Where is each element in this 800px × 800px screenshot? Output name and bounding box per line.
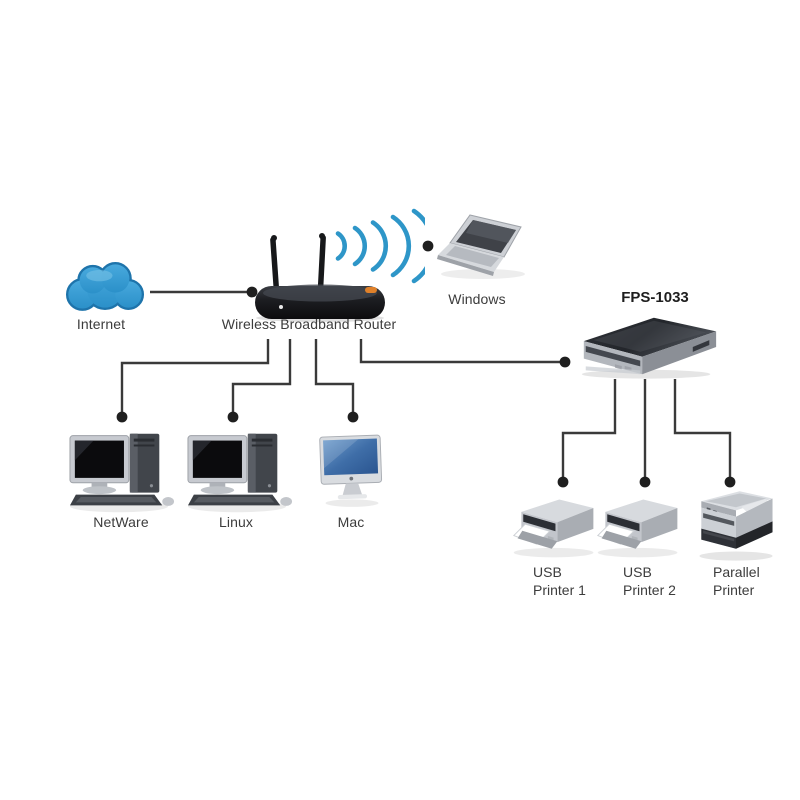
usb-printer-1-line2: Printer 1: [533, 582, 586, 598]
imac-icon: [319, 434, 383, 507]
print-server-label: FPS-1033: [621, 289, 689, 306]
desktop-pc-icon: [69, 433, 175, 513]
laptop-icon: [437, 214, 525, 279]
usb-printer-1-line1: USB: [533, 564, 562, 580]
usb-printer-2-label: USB Printer 2: [623, 563, 676, 599]
wifi-signal-icon: [335, 208, 425, 284]
desktop-pc-icon: [187, 433, 293, 513]
internet-cloud-icon: [65, 262, 145, 311]
linux-label: Linux: [219, 514, 253, 530]
router-label: Wireless Broadband Router: [221, 316, 397, 332]
parallel-printer-line1: Parallel: [713, 564, 760, 580]
usb-printer-1-label: USB Printer 1: [533, 563, 586, 599]
usb-printer-2-line2: Printer 2: [623, 582, 676, 598]
mac-label: Mac: [337, 514, 365, 530]
parallel-printer-label: Parallel Printer: [713, 563, 760, 599]
inkjet-printer-icon: [512, 499, 594, 558]
usb-printer-2-line1: USB: [623, 564, 652, 580]
windows-label: Windows: [448, 291, 506, 307]
internet-label: Internet: [76, 316, 126, 332]
netware-label: NetWare: [93, 514, 149, 530]
wireless-router-icon: [255, 233, 385, 322]
inkjet-printer-icon: [596, 499, 678, 558]
parallel-printer-line2: Printer: [713, 582, 755, 598]
print-server-icon: [581, 317, 717, 379]
mfp-printer-icon: [699, 491, 773, 561]
